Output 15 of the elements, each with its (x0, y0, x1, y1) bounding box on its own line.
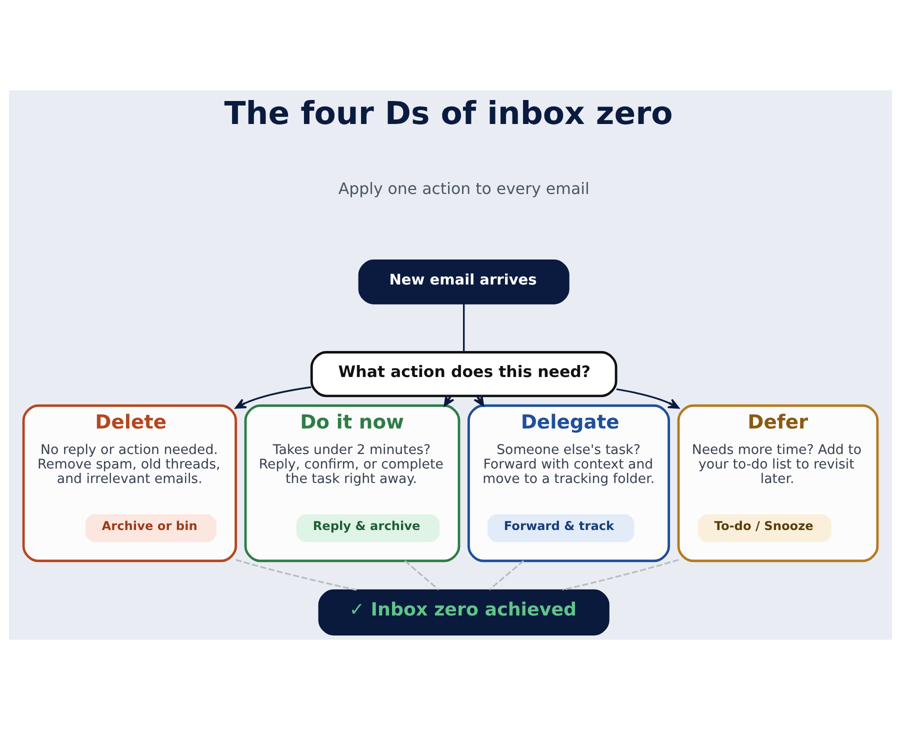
arrow (234, 386, 311, 408)
connector (235, 558, 356, 590)
node-box: To-do / Snooze (697, 514, 831, 542)
node-box: Reply & archive (296, 514, 440, 542)
connector (488, 560, 524, 590)
label: Apply one action to every email (338, 178, 589, 198)
connector (462, 303, 464, 352)
connector (404, 560, 439, 590)
node-box: Forward & track (487, 514, 634, 542)
node-box: Archive or bin (84, 514, 216, 542)
arrow (616, 388, 679, 408)
connector (562, 558, 678, 590)
node-box: ✓ Inbox zero achieved (318, 588, 609, 635)
node-box: New email arrives (358, 258, 569, 304)
diagram-title: The four Ds of inbox zero (224, 95, 672, 132)
